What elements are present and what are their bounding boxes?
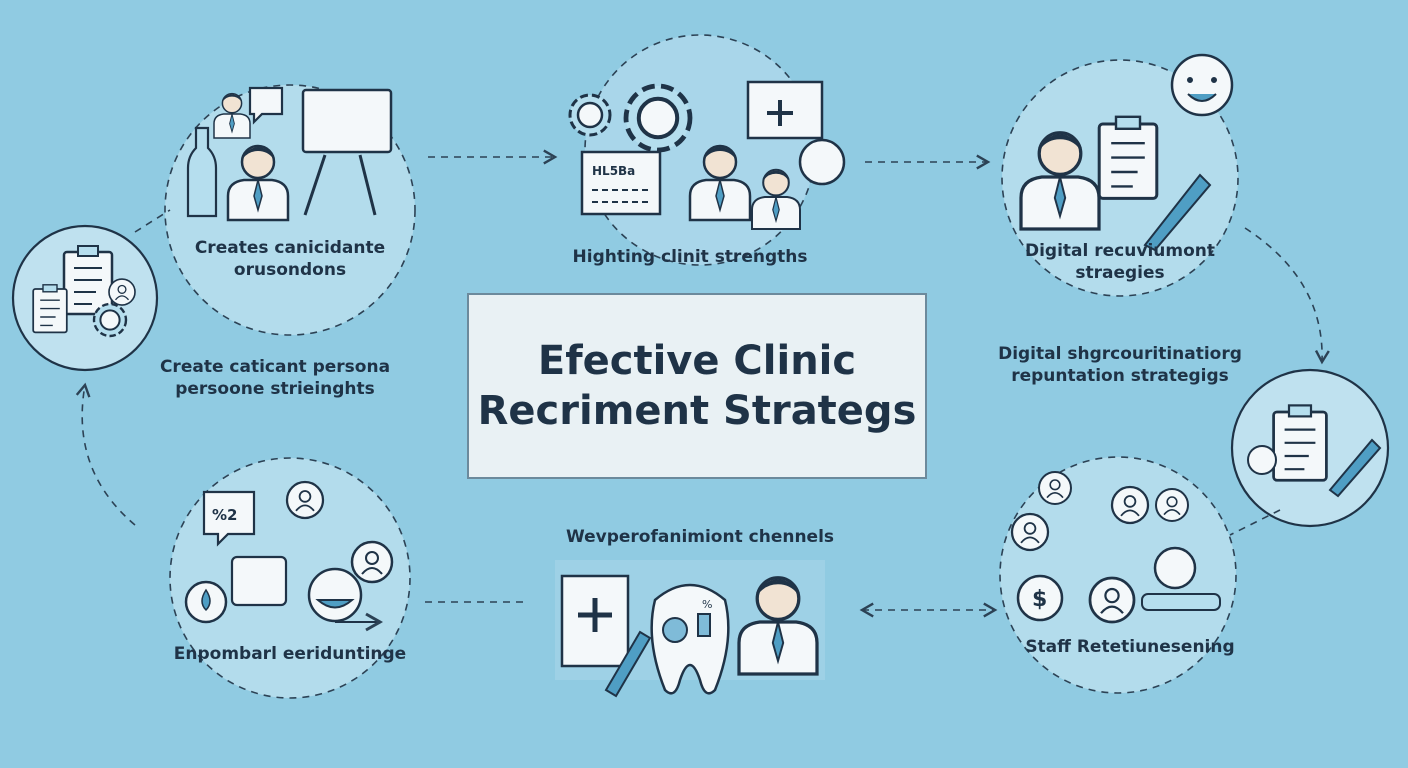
speech-bubble-icon [248, 86, 284, 125]
arrow-bottom-left-to-left [75, 382, 136, 526]
percent-text: % [702, 598, 712, 611]
bottle-icon [186, 126, 218, 218]
title-box: Efective Clinic Recriment Strategs [467, 293, 927, 479]
dollar-icon [1016, 574, 1064, 622]
dental-chair-icon [307, 567, 363, 623]
arrow-top-right-to-right [1244, 227, 1330, 365]
staff-icon [1010, 512, 1050, 552]
title-line-1: Efective Clinic [537, 338, 857, 384]
report-icon [1272, 404, 1328, 482]
label-line: Creates canicidante [194, 238, 386, 258]
label-line: Digital shgrcouritinatiorg [998, 344, 1242, 364]
checklist-icon [32, 283, 68, 334]
whiteboard-icon [301, 88, 393, 154]
label-right: Digital shgrcouritinatiorg repuntation s… [965, 343, 1275, 387]
team-icon [285, 480, 325, 520]
staff-icon [1088, 576, 1136, 624]
label-top-left: Creates canicidante orusondons [160, 237, 420, 281]
pencil-icon [604, 630, 652, 698]
gear-icon [92, 302, 128, 338]
label-top-center: Highting clinit strengths [540, 246, 840, 268]
user-icon [350, 540, 394, 584]
gear-icon [626, 86, 690, 150]
label-line: Wevperofanimiont chennels [565, 527, 835, 547]
label-line: persoone strieinghts [175, 379, 375, 399]
chart-sheet-text: HL5Ba [592, 164, 635, 178]
card-icon [230, 555, 288, 607]
label-line: Highting clinit strengths [572, 247, 808, 267]
speech-bubble-icon [202, 490, 256, 547]
label-line: Digital recuviumont [1024, 241, 1215, 261]
smiley-icon [1170, 53, 1234, 117]
label-left: Create caticant persona persoone striein… [130, 356, 420, 400]
tooth-icon [650, 583, 730, 695]
label-line: Create caticant persona [159, 357, 391, 377]
connector-right-to-bottom-right [1229, 509, 1281, 536]
staff-icon [1037, 470, 1073, 506]
growth-chart-icon [798, 138, 846, 186]
pen-icon [1143, 173, 1212, 252]
title-line-2: Recriment Strategs [477, 388, 917, 434]
clock-icon [1247, 445, 1277, 475]
staff-icon [1154, 487, 1190, 523]
label-line: orusondons [233, 260, 347, 280]
label-bottom-left: Enpombarl eeriduntinge [150, 643, 430, 665]
label-bottom-right: Staff Retetiunesening [1000, 636, 1260, 658]
chart-sheet-icon [580, 150, 662, 216]
label-line: Enpombarl eeriduntinge [173, 644, 407, 664]
clipboard-icon [1097, 115, 1159, 200]
user-icon [108, 278, 136, 306]
label-line: repuntation strategigs [1011, 366, 1229, 386]
pencil-icon [1328, 438, 1382, 498]
happy-face-icon [1153, 546, 1197, 590]
gear-icon [568, 93, 612, 137]
connector-left-to-top-left [134, 209, 171, 233]
label-top-right: Digital recuviumont straegies [990, 240, 1250, 284]
bubble-text: %2 [212, 506, 237, 524]
node-circle-top-center [584, 34, 816, 266]
label-line: Staff Retetiunesening [1025, 637, 1235, 657]
medical-window-icon [746, 80, 824, 140]
svg-text:$: $ [1032, 587, 1047, 612]
staff-icon [1110, 485, 1150, 525]
label-bottom-center: Wevperofanimiont chennels [540, 526, 860, 548]
progress-bar-icon [1141, 593, 1221, 611]
label-line: straegies [1075, 263, 1165, 283]
